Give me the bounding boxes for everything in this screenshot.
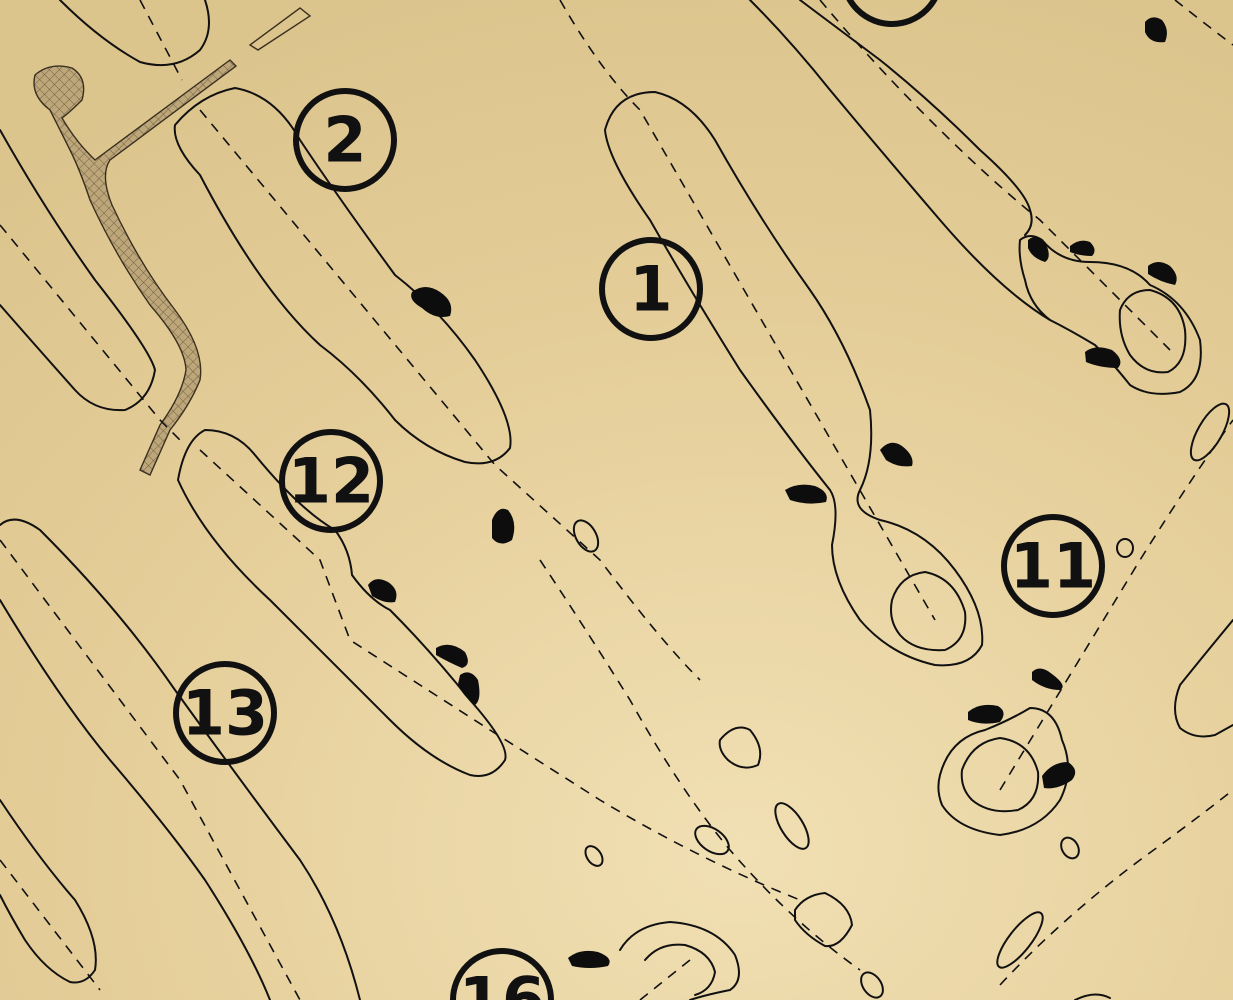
- hole-16-layout: [568, 921, 740, 1000]
- hole-16-badge[interactable]: 16: [450, 948, 554, 1000]
- hole-2-number: 2: [323, 104, 366, 177]
- hole-16-number: 16: [459, 964, 545, 1000]
- hole-10-number: 10: [849, 0, 935, 12]
- hole-2-badge[interactable]: 2: [293, 88, 397, 192]
- fairway-left: [0, 129, 186, 446]
- hole-13-number: 13: [182, 677, 268, 750]
- fairway-top-left: [59, 0, 210, 81]
- hole-1-number: 1: [629, 253, 672, 326]
- hole-10-badge[interactable]: 10: [843, 0, 941, 27]
- hole-11-number: 11: [1010, 530, 1096, 603]
- hole-12-badge[interactable]: 12: [279, 429, 383, 533]
- hole-13-layout: [0, 518, 361, 1000]
- hole-2-layout: [173, 87, 701, 681]
- hole-12-layout: [177, 429, 801, 901]
- cart-path: [33, 7, 312, 476]
- hole-12-number: 12: [288, 445, 374, 518]
- fairway-bottom-left: [0, 799, 101, 991]
- hole-1-badge[interactable]: 1: [599, 237, 703, 341]
- hole-11-layout: [937, 402, 1233, 1000]
- hole-11-badge[interactable]: 11: [1001, 514, 1105, 618]
- hole-13-badge[interactable]: 13: [173, 661, 277, 765]
- hole-1-layout: [539, 0, 984, 999]
- hole-10-layout: [749, 0, 1233, 395]
